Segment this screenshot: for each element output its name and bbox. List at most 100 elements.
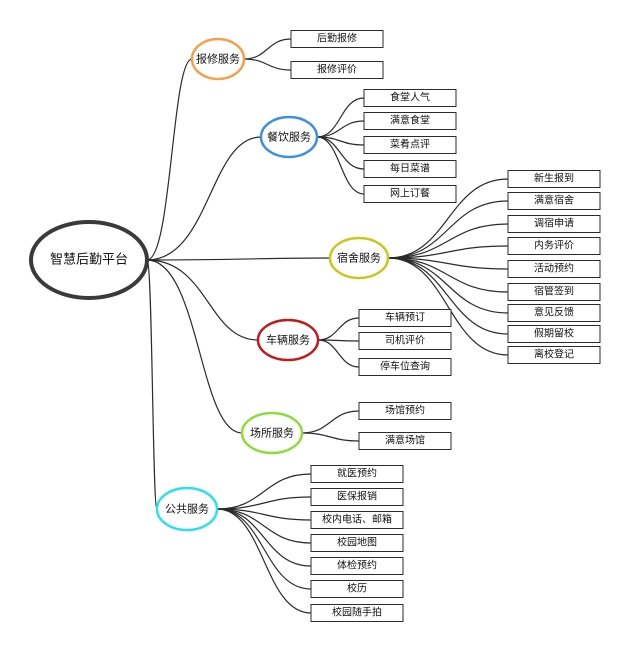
leaf-node-vehicle-2[interactable]: 停车位查询: [358, 358, 452, 376]
leaf-node-dining-4[interactable]: 网上订餐: [363, 185, 457, 203]
leaf-node-repair-0[interactable]: 后勤报修: [290, 30, 384, 48]
leaf-node-public-5[interactable]: 校历: [310, 580, 404, 598]
leaf-box-repair-1: [290, 61, 384, 79]
leaf-box-dorm-5: [507, 283, 601, 301]
leaf-box-venue-1: [358, 432, 452, 450]
leaf-box-public-3: [310, 534, 404, 552]
category-node-dorm[interactable]: 宿舍服务: [328, 236, 390, 280]
leaf-box-vehicle-0: [358, 309, 452, 327]
leaf-label-dorm-8: 离校登记: [534, 348, 574, 361]
leaf-box-dorm-6: [507, 304, 601, 322]
leaf-node-public-4[interactable]: 体检预约: [310, 557, 404, 575]
leaf-box-public-2: [310, 511, 404, 529]
leaf-box-vehicle-1: [358, 332, 452, 350]
category-label-venue: 场所服务: [250, 426, 294, 440]
leaf-box-dining-3: [363, 160, 457, 178]
leaf-box-dining-2: [363, 136, 457, 154]
leaf-node-dorm-4[interactable]: 活动预约: [507, 260, 601, 278]
connector-public-3: [216, 508, 312, 544]
leaf-node-public-0[interactable]: 就医预约: [310, 465, 404, 483]
category-label-public: 公共服务: [165, 503, 209, 516]
leaf-label-dorm-1: 满意宿舍: [534, 194, 574, 207]
category-outline-dining: [259, 115, 319, 159]
leaf-label-public-0: 就医预约: [337, 467, 377, 480]
leaf-node-venue-0[interactable]: 场馆预约: [358, 402, 452, 420]
leaf-box-dining-4: [363, 185, 457, 203]
connector-root-dorm: [146, 257, 331, 261]
connector-root-public: [146, 259, 158, 510]
leaf-box-public-5: [310, 580, 404, 598]
leaf-node-dining-1[interactable]: 满意食堂: [363, 112, 457, 130]
category-node-dining[interactable]: 餐饮服务: [259, 115, 319, 159]
leaf-label-dorm-0: 新生报到: [534, 172, 574, 185]
leaf-box-dorm-2: [507, 215, 601, 233]
leaf-node-dorm-7[interactable]: 假期留校: [507, 325, 601, 343]
leaf-label-vehicle-2: 停车位查询: [380, 360, 430, 373]
leaf-box-public-0: [310, 465, 404, 483]
leaf-node-public-1[interactable]: 医保报销: [310, 488, 404, 506]
category-outline-repair: [190, 37, 246, 81]
category-node-public[interactable]: 公共服务: [155, 486, 219, 532]
connector-venue-1: [301, 432, 360, 442]
leaf-label-repair-1: 报修评价: [317, 63, 357, 76]
leaf-box-dorm-4: [507, 260, 601, 278]
leaf-node-vehicle-1[interactable]: 司机评价: [358, 332, 452, 350]
leaf-node-public-6[interactable]: 校园随手拍: [310, 604, 404, 622]
leaf-node-dining-2[interactable]: 菜肴点评: [363, 136, 457, 154]
category-label-dorm: 宿舍服务: [337, 251, 381, 265]
leaf-node-dorm-0[interactable]: 新生报到: [507, 170, 601, 188]
category-node-repair[interactable]: 报修服务: [190, 37, 246, 81]
connector-dorm-2: [387, 223, 509, 259]
leaf-label-venue-0: 场馆预约: [385, 404, 425, 417]
leaf-node-repair-1[interactable]: 报修评价: [290, 61, 384, 79]
leaf-box-dining-1: [363, 112, 457, 130]
leaf-label-public-1: 医保报销: [337, 490, 377, 503]
category-node-vehicle[interactable]: 车辆服务: [256, 318, 320, 362]
leaf-label-vehicle-0: 车辆预订: [385, 311, 425, 324]
leaf-box-public-1: [310, 488, 404, 506]
leaf-node-dorm-8[interactable]: 离校登记: [507, 346, 601, 364]
connector-root-venue: [146, 259, 243, 434]
leaf-box-dorm-8: [507, 346, 601, 364]
leaf-box-public-6: [310, 604, 404, 622]
category-node-venue[interactable]: 场所服务: [240, 411, 304, 455]
leaf-node-dining-0[interactable]: 食堂人气: [363, 89, 457, 107]
leaf-label-dorm-2: 调宿申请: [534, 217, 574, 230]
leaf-label-dorm-7: 假期留校: [534, 327, 574, 340]
leaf-node-venue-1[interactable]: 满意场馆: [358, 432, 452, 450]
leaf-node-dorm-2[interactable]: 调宿申请: [507, 215, 601, 233]
leaf-box-dining-0: [363, 89, 457, 107]
connector-root-dining: [146, 136, 262, 261]
leaf-box-dorm-0: [507, 170, 601, 188]
leaf-label-dining-1: 满意食堂: [390, 114, 430, 127]
leaf-label-public-4: 体检预约: [337, 559, 377, 572]
leaf-node-public-2[interactable]: 校内电话、邮箱: [310, 511, 404, 529]
category-label-repair: 报修服务: [196, 52, 240, 66]
leaf-label-dining-4: 网上订餐: [390, 187, 430, 200]
leaf-label-public-2: 校内电话、邮箱: [322, 513, 392, 526]
connector-dorm-4: [387, 257, 509, 270]
leaf-node-dining-3[interactable]: 每日菜谱: [363, 160, 457, 178]
leaf-node-dorm-1[interactable]: 满意宿舍: [507, 192, 601, 210]
leaf-box-dorm-7: [507, 325, 601, 343]
leaf-label-dorm-5: 宿管签到: [534, 285, 574, 298]
leaf-label-public-3: 校园地图: [337, 536, 377, 549]
leaf-node-dorm-6[interactable]: 意见反馈: [507, 304, 601, 322]
leaf-node-vehicle-0[interactable]: 车辆预订: [358, 309, 452, 327]
leaf-node-dorm-3[interactable]: 内务评价: [507, 237, 601, 255]
leaf-box-vehicle-2: [358, 358, 452, 376]
connector-dorm-6: [387, 257, 509, 314]
connector-dorm-8: [387, 257, 509, 356]
leaf-node-dorm-5[interactable]: 宿管签到: [507, 283, 601, 301]
category-outline-dorm: [328, 236, 390, 280]
connector-public-1: [216, 496, 312, 510]
leaf-box-dorm-1: [507, 192, 601, 210]
category-label-dining: 餐饮服务: [267, 130, 311, 144]
leaf-box-repair-0: [290, 30, 384, 48]
root-node[interactable]: 智慧后勤平台: [29, 220, 149, 300]
leaf-node-public-3[interactable]: 校园地图: [310, 534, 404, 552]
category-outline-vehicle: [256, 318, 320, 362]
leaf-label-dorm-4: 活动预约: [534, 262, 574, 275]
connector-vehicle-2: [317, 339, 360, 368]
category-outline-public: [155, 486, 219, 532]
